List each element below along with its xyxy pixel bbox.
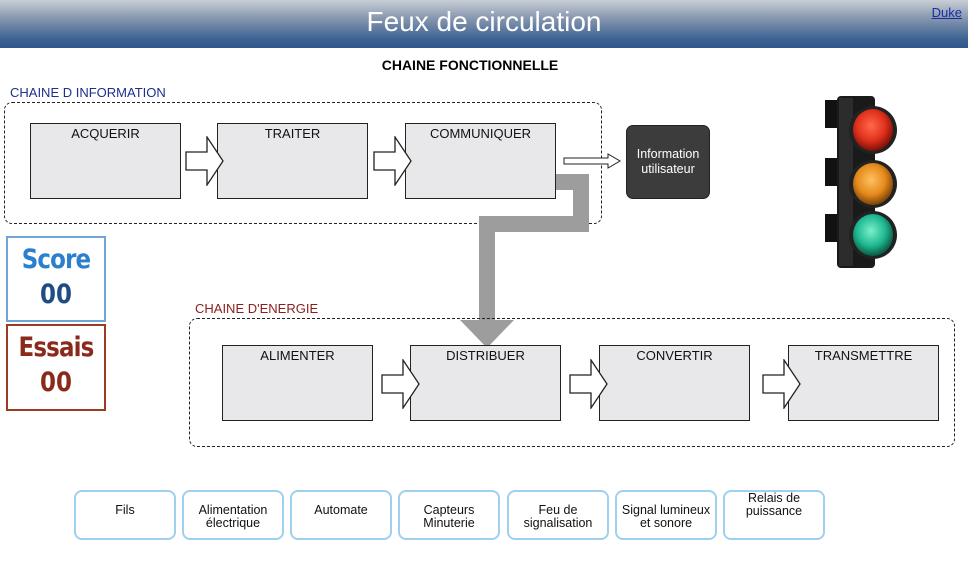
energy-chain-frame <box>189 318 955 447</box>
page-title: Feux de circulation <box>366 6 602 37</box>
option-alimentation-electrique[interactable]: Alimentation électrique <box>182 490 284 540</box>
energy-chain-label: CHAINE D'ENERGIE <box>195 301 319 316</box>
header-bar: Feux de circulation Duke <box>0 0 968 48</box>
traffic-light-icon <box>825 96 897 268</box>
option-fils[interactable]: Fils <box>74 490 176 540</box>
block-arrow-icon <box>373 136 412 186</box>
option-relais-de-puissance[interactable]: Relais de puissance <box>723 490 825 540</box>
block-acquerir[interactable]: ACQUERIR <box>30 123 181 199</box>
order-flow-arrow-icon <box>460 174 589 348</box>
block-convertir[interactable]: CONVERTIR <box>599 345 750 421</box>
option-automate[interactable]: Automate <box>290 490 392 540</box>
block-arrow-icon <box>185 136 224 186</box>
block-communiquer[interactable]: COMMUNIQUER <box>405 123 556 199</box>
info-chain-label: CHAINE D INFORMATION <box>10 85 166 100</box>
diagram-subtitle: CHAINE FONCTIONNELLE <box>381 57 559 73</box>
information-utilisateur-box[interactable]: Information utilisateur <box>626 125 710 199</box>
option-signal-lumineux-et-sonore[interactable]: Signal lumineux et sonore <box>615 490 717 540</box>
essais-label: Essais <box>18 332 95 363</box>
block-alimenter[interactable]: ALIMENTER <box>222 345 373 421</box>
block-arrow-icon <box>569 359 608 409</box>
score-value: 00 <box>40 279 72 310</box>
essais-panel: Essais 00 <box>6 324 106 411</box>
block-arrow-icon <box>381 359 420 409</box>
essais-value: 00 <box>40 367 72 398</box>
block-traiter[interactable]: TRAITER <box>217 123 368 199</box>
block-arrow-icon <box>762 359 801 409</box>
option-capteurs-minuterie[interactable]: Capteurs Minuterie <box>398 490 500 540</box>
score-label: Score <box>21 244 91 275</box>
duke-link[interactable]: Duke <box>931 5 962 20</box>
block-distribuer[interactable]: DISTRIBUER <box>410 345 561 421</box>
option-feu-de-signalisation[interactable]: Feu de signalisation <box>507 490 609 540</box>
output-arrow-icon <box>563 153 621 169</box>
score-panel: Score 00 <box>6 236 106 322</box>
block-transmettre[interactable]: TRANSMETTRE <box>788 345 939 421</box>
